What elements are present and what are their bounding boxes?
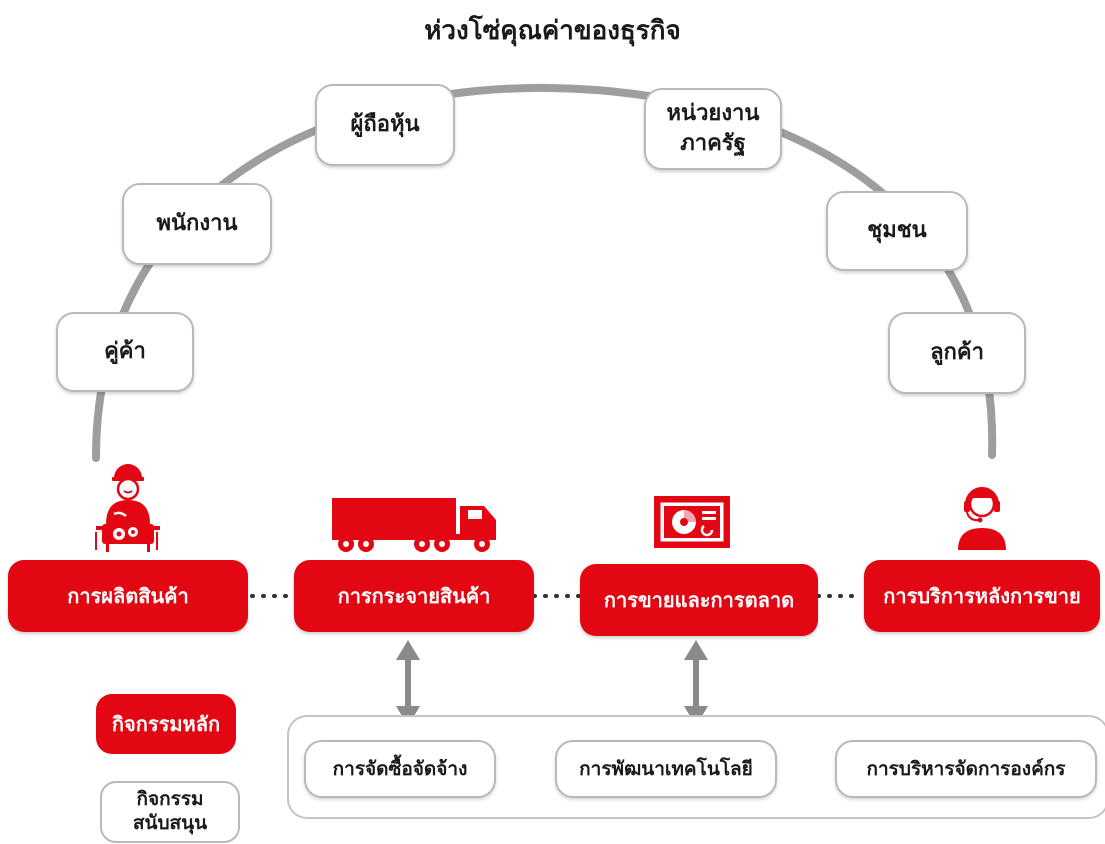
stakeholder-arc — [92, 83, 997, 462]
stakeholder-government: หน่วยงาน ภาครัฐ — [644, 88, 782, 170]
legend-support-activity: กิจกรรม สนับสนุน — [100, 781, 240, 843]
stakeholder-partners: คู่ค้า — [56, 312, 194, 392]
legend-primary-activity: กิจกรรมหลัก — [96, 694, 236, 754]
primary-activity-production: การผลิตสินค้า — [8, 560, 248, 632]
primary-activity-distribution: การกระจายสินค้า — [294, 560, 534, 632]
double-arrow-vertical-1 — [396, 640, 420, 726]
factory-worker-icon — [95, 464, 160, 552]
primary-activity-sales-marketing: การขายและการตลาด — [580, 564, 818, 636]
diagram-title: ห่วงโซ่คุณค่าของธุรกิจ — [424, 16, 681, 46]
double-arrow-vertical-2 — [684, 640, 708, 726]
sales-dashboard-icon — [654, 496, 730, 548]
support-activity-procurement: การจัดซื้อจัดจ้าง — [304, 740, 496, 798]
stakeholder-shareholders: ผู้ถือหุ้น — [315, 84, 455, 166]
call-center-agent-icon — [958, 487, 1006, 550]
stakeholder-community: ชุมชน — [826, 191, 968, 271]
primary-activity-after-sales-service: การบริการหลังการขาย — [864, 560, 1100, 632]
stakeholder-customers: ลูกค้า — [888, 312, 1026, 394]
support-activity-technology-development: การพัฒนาเทคโนโลยี — [555, 740, 777, 798]
stakeholder-employees: พนักงาน — [122, 183, 272, 265]
support-activity-organization-management: การบริหารจัดการองค์กร — [835, 740, 1097, 798]
truck-icon — [332, 498, 496, 552]
